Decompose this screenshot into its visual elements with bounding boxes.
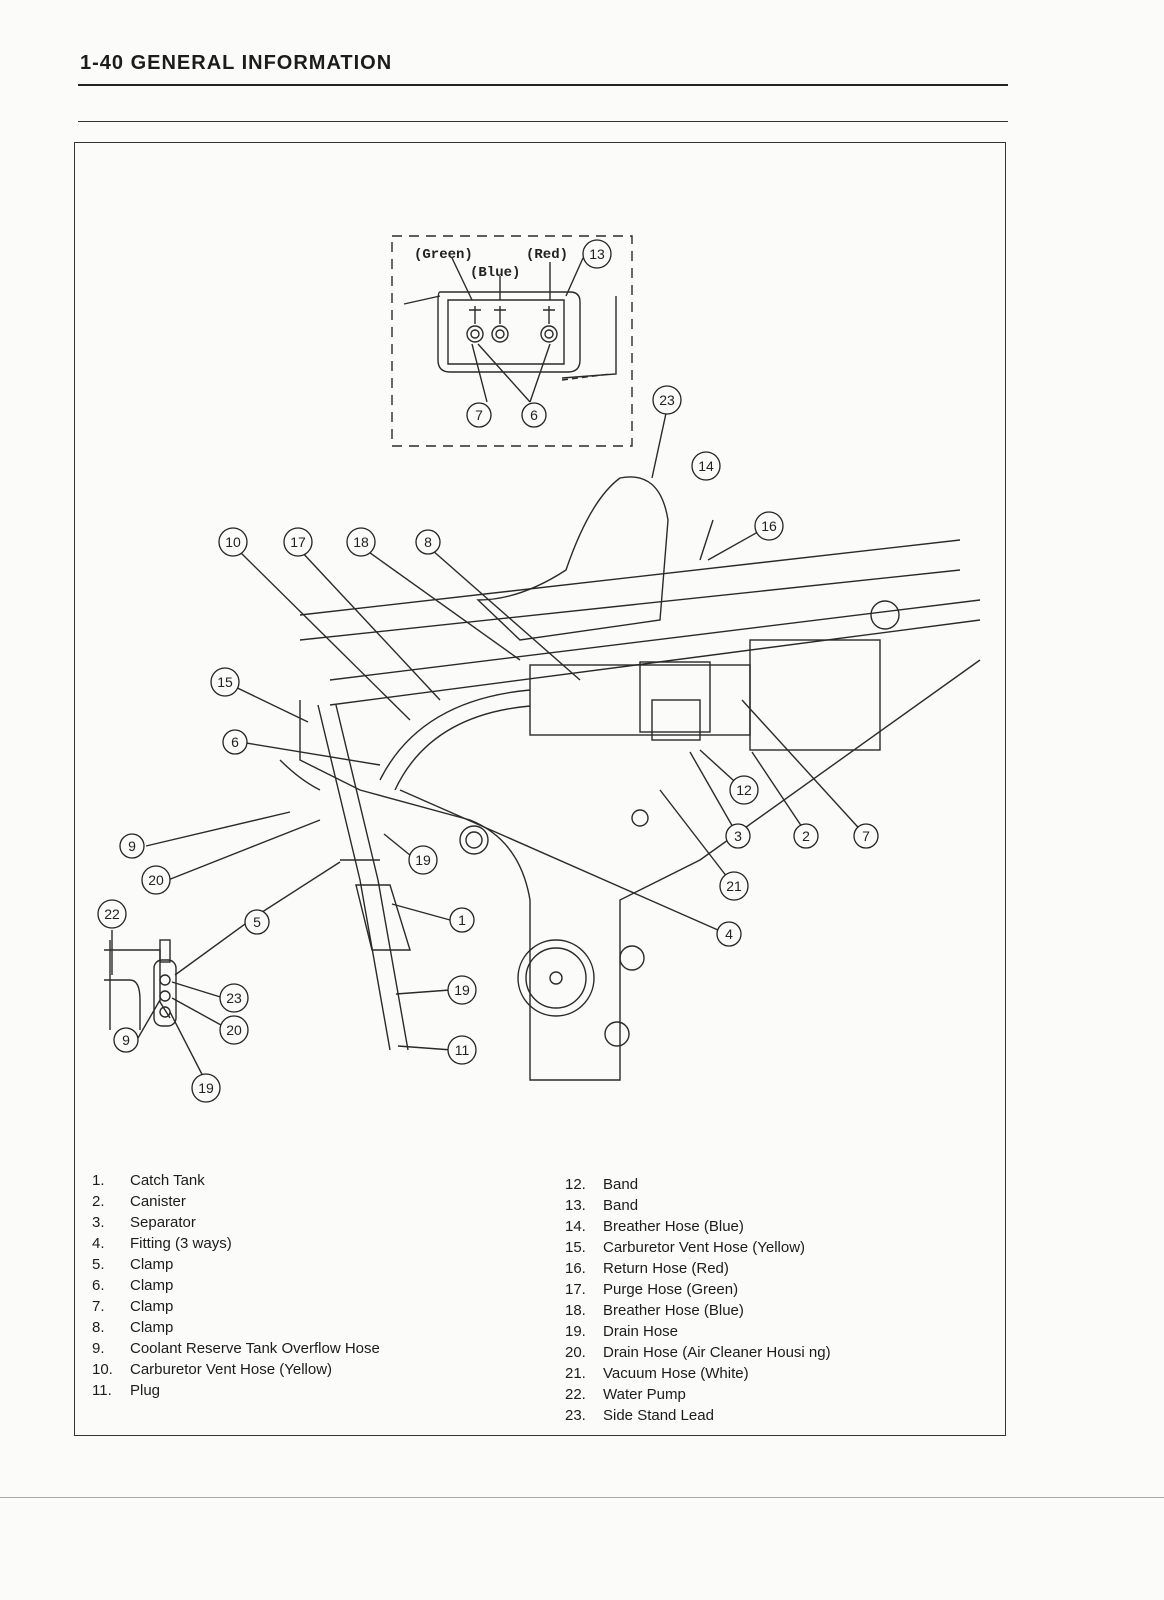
svg-text:9: 9 [122, 1032, 130, 1048]
header-rule [78, 84, 1008, 86]
callout-6: 6 [222, 729, 248, 755]
svg-text:13: 13 [589, 246, 605, 262]
callout-11: 11 [447, 1035, 477, 1065]
legend-item: 18.Breather Hose (Blue) [565, 1302, 744, 1319]
callout-14: 14 [691, 451, 721, 481]
callout-13: 13 [582, 239, 612, 269]
svg-text:10: 10 [225, 534, 241, 550]
svg-text:3: 3 [734, 828, 742, 844]
callout-23-top: 23 [652, 385, 682, 415]
svg-text:7: 7 [862, 828, 870, 844]
svg-text:19: 19 [415, 852, 431, 868]
svg-text:18: 18 [353, 534, 369, 550]
svg-text:6: 6 [530, 407, 538, 423]
callout-19-pump: 19 [191, 1073, 221, 1103]
legend-item: 16.Return Hose (Red) [565, 1260, 729, 1277]
legend-item: 20.Drain Hose (Air Cleaner Housi ng) [565, 1344, 831, 1361]
callout-20: 20 [141, 865, 171, 895]
callout-10: 10 [218, 527, 248, 557]
callout-1: 1 [449, 907, 475, 933]
svg-text:4: 4 [725, 926, 733, 942]
legend-item: 21.Vacuum Hose (White) [565, 1365, 749, 1382]
callout-7: 7 [853, 823, 879, 849]
page-header: 1-40 GENERAL INFORMATION [80, 52, 393, 74]
svg-text:11: 11 [455, 1042, 470, 1058]
header-rule-thin [78, 121, 1008, 122]
callout-19-mid: 19 [408, 845, 438, 875]
svg-text:17: 17 [290, 534, 306, 550]
legend-item: 9.Coolant Reserve Tank Overflow Hose [92, 1340, 380, 1357]
svg-text:19: 19 [198, 1080, 214, 1096]
callout-16: 16 [754, 511, 784, 541]
legend-item: 15.Carburetor Vent Hose (Yellow) [565, 1239, 806, 1256]
svg-text:5: 5 [253, 914, 261, 930]
callout-9: 9 [119, 833, 145, 859]
svg-text:20: 20 [226, 1022, 242, 1038]
svg-text:22: 22 [104, 906, 120, 922]
callout-18: 18 [346, 527, 376, 557]
legend-item: 6.Clamp [92, 1277, 174, 1294]
svg-text:6: 6 [231, 734, 239, 750]
callout-22: 22 [97, 899, 127, 929]
legend-item: 12.Band [565, 1176, 639, 1193]
legend-item: 13.Band [565, 1197, 639, 1214]
legend-item: 11.Plug [92, 1382, 161, 1399]
svg-text:9: 9 [128, 838, 136, 854]
legend-item: 2.Canister [92, 1193, 186, 1210]
svg-text:23: 23 [659, 392, 675, 408]
svg-text:2: 2 [802, 828, 810, 844]
callout-19-low: 19 [447, 975, 477, 1005]
figure-frame [74, 142, 1006, 1436]
callout-2: 2 [793, 823, 819, 849]
legend-item: 4.Fitting (3 ways) [92, 1235, 232, 1252]
callout-3: 3 [725, 823, 751, 849]
callout-17: 17 [283, 527, 313, 557]
legend-item: 5.Clamp [92, 1256, 174, 1273]
callout-6-inset: 6 [521, 402, 547, 428]
legend-item: 7.Clamp [92, 1298, 174, 1315]
callout-20-pump: 20 [219, 1015, 249, 1045]
svg-text:8: 8 [424, 534, 432, 550]
svg-text:20: 20 [148, 872, 164, 888]
svg-text:7: 7 [475, 407, 483, 423]
legend-item: 8.Clamp [92, 1319, 174, 1336]
callout-7-inset: 7 [466, 402, 492, 428]
legend-right: 12.Band 13.Band 14.Breather Hose (Blue) … [565, 1174, 831, 1426]
callout-5: 5 [244, 909, 270, 935]
svg-text:14: 14 [698, 458, 714, 474]
inset-label-green: (Green) [414, 247, 473, 263]
callout-9-pump: 9 [113, 1027, 139, 1053]
legend-item: 19.Drain Hose [565, 1323, 679, 1340]
svg-text:19: 19 [454, 982, 470, 998]
inset-label-red: (Red) [526, 247, 568, 263]
page-bottom-rule [0, 1497, 1164, 1498]
callout-23-pump: 23 [219, 983, 249, 1013]
legend-item: 23.Side Stand Lead [565, 1407, 714, 1424]
callout-8: 8 [415, 529, 441, 555]
legend-item: 3.Separator [92, 1214, 196, 1231]
callout-4: 4 [716, 921, 742, 947]
svg-text:1: 1 [458, 912, 466, 928]
callout-21: 21 [719, 871, 749, 901]
legend-item: 10.Carburetor Vent Hose (Yellow) [92, 1361, 333, 1378]
legend-item: 22.Water Pump [565, 1386, 686, 1403]
svg-text:12: 12 [736, 782, 752, 798]
inset-box [391, 235, 633, 447]
svg-text:15: 15 [217, 674, 233, 690]
legend-left: 1.Catch Tank 2.Canister 3.Separator 4.Fi… [92, 1170, 380, 1401]
legend-item: 14.Breather Hose (Blue) [565, 1218, 744, 1235]
legend-item: 17.Purge Hose (Green) [565, 1281, 739, 1298]
svg-text:23: 23 [226, 990, 242, 1006]
svg-text:21: 21 [726, 878, 742, 894]
callout-12: 12 [729, 775, 759, 805]
svg-text:16: 16 [761, 518, 777, 534]
inset-label-blue: (Blue) [470, 265, 520, 281]
callout-15: 15 [210, 667, 240, 697]
legend-item: 1.Catch Tank [92, 1172, 205, 1189]
